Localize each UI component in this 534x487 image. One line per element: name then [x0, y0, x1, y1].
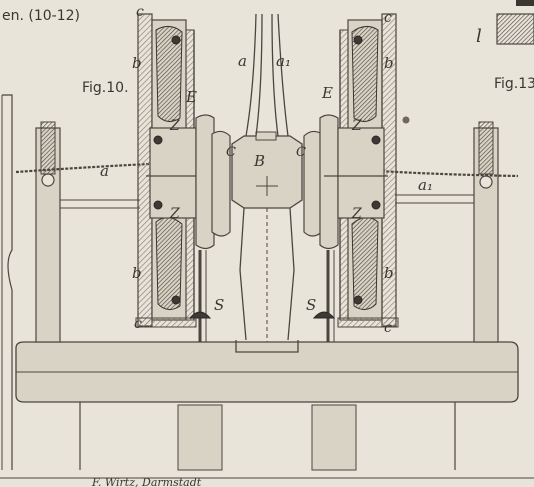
label-Z-upper-right: Z [351, 118, 362, 134]
label-a1-shaft: a₁ [276, 52, 291, 70]
label-b-upper-right: b [384, 54, 394, 72]
label-b-lower-left: b [132, 264, 142, 282]
label-Z-upper-left: Z [169, 118, 180, 134]
label-c-bottom-left: c [134, 316, 142, 332]
left-pulley [195, 114, 231, 342]
label-c-bottom-right: c [384, 320, 392, 336]
figure-13-label: Fig.13. [494, 76, 534, 92]
saddle-supports [188, 311, 336, 319]
footer-credit: F. Wirtz, Darmstadt [91, 476, 202, 487]
center-block [231, 131, 303, 353]
label-S-left: S [214, 296, 224, 314]
label-a-shaft: a [238, 52, 247, 70]
right-support-post [395, 121, 499, 343]
label-b-lower-right: b [384, 264, 394, 282]
left-figure-fragment [1, 94, 13, 470]
fig13-fragment [496, 0, 534, 45]
right-pulley [303, 114, 339, 342]
left-drum [135, 13, 210, 328]
section-title: en. (10-12) [2, 8, 80, 24]
ink-spot [402, 116, 410, 124]
label-Z-lower-right: Z [351, 206, 362, 222]
floor-base [15, 341, 519, 471]
label-a-rope: a [100, 162, 109, 180]
figure-10-label: Fig.10. [82, 80, 129, 96]
left-support-post [35, 121, 140, 343]
label-C-right: C [296, 145, 306, 160]
label-E-left: E [185, 88, 197, 106]
label-c-top-left: c [136, 4, 144, 20]
label-c-top-right: c [384, 10, 392, 26]
vertical-shafts [245, 13, 289, 137]
label-Z-lower-left: Z [169, 206, 180, 222]
label-C-left: C [226, 145, 236, 160]
label-B: B [253, 152, 265, 170]
label-l: l [476, 26, 482, 47]
label-E-right: E [321, 84, 333, 102]
label-b-upper-left: b [132, 54, 142, 72]
label-a1-rope: a₁ [418, 176, 433, 194]
label-S-right: S [306, 296, 316, 314]
right-drum [324, 13, 399, 328]
